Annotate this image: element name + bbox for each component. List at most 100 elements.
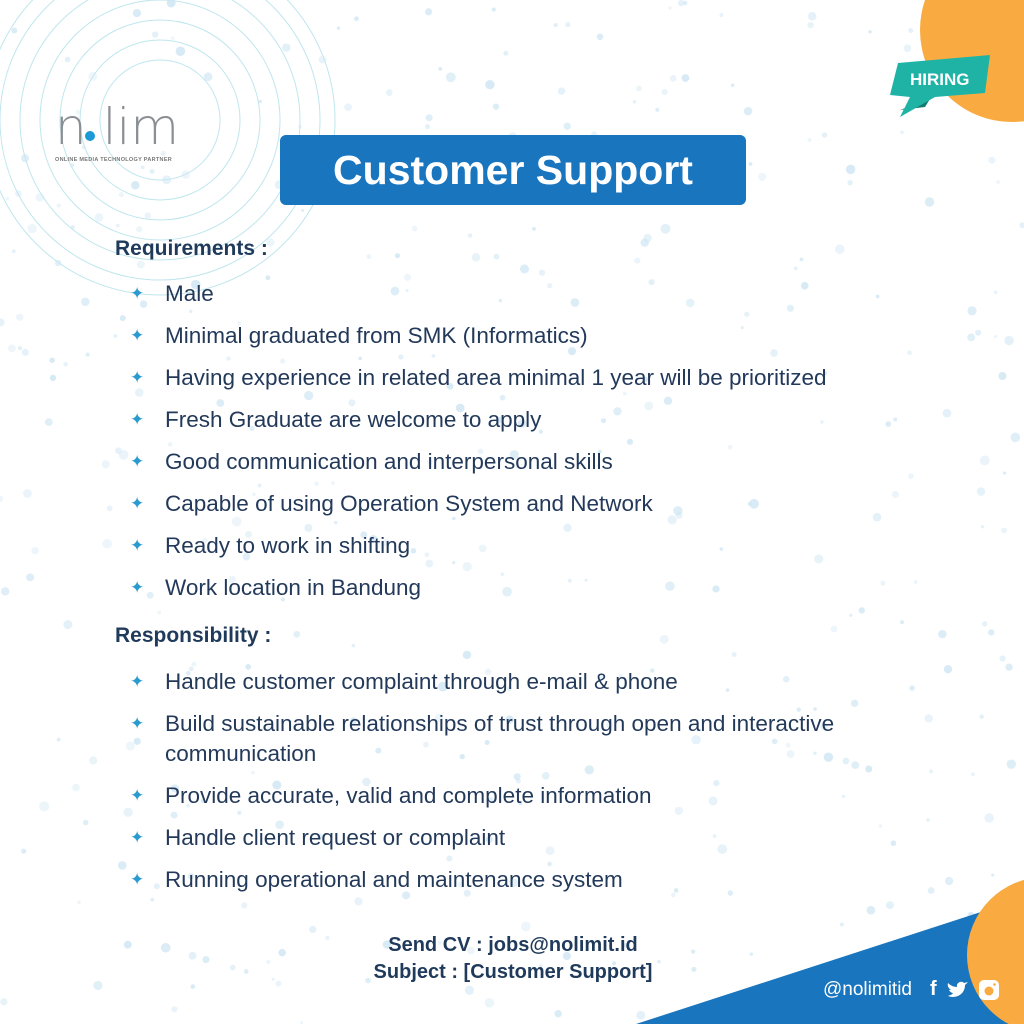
decor-dot xyxy=(115,223,120,228)
decor-dot xyxy=(411,225,418,232)
decor-dot xyxy=(1019,222,1024,229)
decor-dot xyxy=(661,88,668,96)
decor-dot xyxy=(375,747,382,754)
decor-dot xyxy=(119,315,126,322)
decor-dot xyxy=(49,374,57,382)
decor-dot xyxy=(820,722,828,731)
decor-dot xyxy=(665,581,675,591)
bullet-star-icon: ✦ xyxy=(130,410,145,429)
decor-dot xyxy=(671,892,676,898)
decor-dot xyxy=(477,448,484,455)
decor-dot xyxy=(369,534,378,543)
list-item-text: Fresh Graduate are welcome to apply xyxy=(165,407,542,432)
decor-dot xyxy=(743,106,753,116)
decor-dot xyxy=(842,757,850,765)
decor-dot xyxy=(924,197,935,207)
decor-dot xyxy=(267,726,271,730)
decor-dot xyxy=(301,208,305,212)
decor-dot xyxy=(675,511,683,519)
decor-dot xyxy=(677,0,685,7)
decor-dot xyxy=(866,905,876,915)
decor-dot xyxy=(118,450,129,460)
decor-dot xyxy=(299,1020,304,1024)
decor-dot xyxy=(202,537,208,543)
decor-dot xyxy=(325,935,330,940)
bullet-star-icon: ✦ xyxy=(130,828,145,847)
decor-dot xyxy=(358,356,362,361)
decor-dot xyxy=(467,233,473,238)
decor-dot xyxy=(354,897,363,906)
decor-dot xyxy=(39,801,50,812)
decor-dot xyxy=(81,145,86,150)
decor-dot xyxy=(484,740,490,745)
decor-dot xyxy=(782,675,790,683)
instagram-icon[interactable] xyxy=(978,979,999,1000)
decor-dot xyxy=(258,99,262,104)
decor-dot xyxy=(1005,663,1013,671)
decor-dot xyxy=(125,741,135,751)
social-handle[interactable]: @nolimitid xyxy=(823,978,912,1000)
decor-dot xyxy=(228,575,236,583)
decor-dot xyxy=(318,55,327,64)
decor-dot xyxy=(821,132,828,138)
decor-dot xyxy=(89,756,98,765)
decor-dot xyxy=(282,43,291,52)
list-item: ✦Handle client request or complaint xyxy=(130,823,885,853)
decor-dot xyxy=(498,298,503,303)
decor-dot xyxy=(519,264,530,274)
decor-dot xyxy=(216,399,225,407)
decor-dot xyxy=(612,961,617,966)
decor-dot xyxy=(807,137,812,143)
decor-dot xyxy=(101,460,110,469)
decor-dot xyxy=(713,779,720,787)
decor-dot xyxy=(673,888,679,893)
decor-dot xyxy=(731,652,737,657)
decor-dot xyxy=(623,943,628,948)
blue-corner xyxy=(636,898,1024,1024)
decor-dot xyxy=(140,165,145,170)
nolimit-logo-icon: n limit xyxy=(55,98,213,156)
decor-dot xyxy=(23,489,32,498)
list-item: ✦Capable of using Operation System and N… xyxy=(130,489,827,519)
decor-dot xyxy=(390,286,400,296)
decor-dot xyxy=(484,668,492,676)
decor-dot xyxy=(976,487,986,496)
decor-dot xyxy=(538,963,543,968)
list-item: ✦Build sustainable relationships of trus… xyxy=(130,709,885,769)
decor-dot xyxy=(1010,432,1021,443)
decor-dot xyxy=(613,407,622,416)
decor-dot xyxy=(478,544,487,553)
decor-dot xyxy=(547,861,552,867)
facebook-icon[interactable]: f xyxy=(929,978,937,1000)
decor-dot xyxy=(35,192,45,202)
subject-text: Subject : [Customer Support] xyxy=(373,961,653,983)
decor-dot xyxy=(998,372,1007,381)
decor-dot xyxy=(967,306,977,316)
requirements-heading: Requirements : xyxy=(115,237,268,260)
decor-dot xyxy=(725,688,730,692)
decor-dot xyxy=(758,172,767,181)
decor-dot xyxy=(0,495,4,502)
decor-dot xyxy=(740,326,744,330)
decor-dot xyxy=(749,498,759,509)
decor-dot xyxy=(203,72,213,82)
decor-dot xyxy=(988,156,996,164)
decor-dot xyxy=(170,784,180,793)
decor-dot xyxy=(354,16,359,22)
decor-dot xyxy=(673,506,683,516)
decor-dot xyxy=(491,7,496,12)
decor-dot xyxy=(237,249,244,256)
list-item-text: Running operational and maintenance syst… xyxy=(165,867,623,892)
decor-dot xyxy=(18,346,23,351)
list-item-text: Male xyxy=(165,281,214,306)
list-item-text: Minimal graduated from SMK (Informatics) xyxy=(165,323,588,348)
decor-dot xyxy=(153,883,160,890)
decor-dot xyxy=(1,587,10,596)
decor-dot xyxy=(160,150,167,157)
decor-dot xyxy=(49,357,55,363)
twitter-icon[interactable] xyxy=(947,981,969,999)
decor-dot xyxy=(719,547,724,551)
decor-dot xyxy=(250,770,255,775)
decor-dot xyxy=(727,444,733,450)
decor-dot xyxy=(280,358,286,364)
